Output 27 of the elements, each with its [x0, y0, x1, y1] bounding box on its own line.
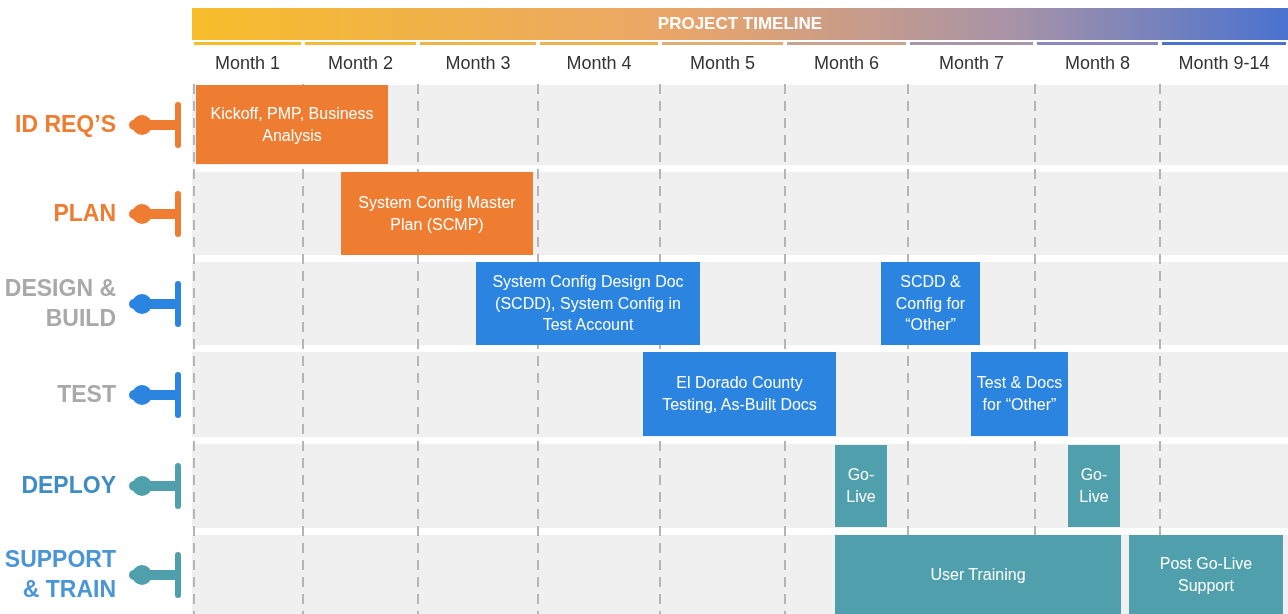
- task-bar: [1068, 445, 1120, 527]
- task-bar: [971, 352, 1068, 436]
- task-bar: [835, 445, 887, 527]
- task-bar: [835, 535, 1121, 614]
- task-label: User Training: [930, 564, 1026, 585]
- row-label: DEPLOY: [20, 471, 116, 501]
- task-bar: [341, 172, 533, 255]
- task-bar: [643, 352, 836, 436]
- task-label: Post Go-Live Support: [1158, 553, 1254, 596]
- task-label: Kickoff, PMP, Business Analysis: [209, 103, 375, 146]
- task-label: El Dorado County Testing, As-Built Docs: [661, 373, 818, 415]
- task-bar: [196, 85, 388, 164]
- task-label: SCDD & Config for “Other”: [894, 272, 967, 336]
- task-label: Test & Docs for “Other”: [975, 373, 1064, 415]
- task-label: Go-Live: [845, 465, 877, 507]
- task-label: System Config Design Doc (SCDD), System Config in Test Account: [491, 272, 685, 336]
- row-label: SUPPORT & TRAIN: [4, 544, 116, 604]
- row-label: DESIGN & BUILD: [4, 273, 116, 333]
- task-bar: [476, 262, 700, 345]
- row-label: PLAN: [52, 198, 116, 228]
- task-bar: [1129, 535, 1283, 614]
- timeline-header: PROJECT TIMELINE: [192, 8, 1288, 40]
- task-label: Go-Live: [1078, 465, 1110, 507]
- task-bar: [881, 262, 980, 345]
- row-label: ID REQ’S: [14, 110, 116, 140]
- task-label: System Config Master Plan (SCMP): [357, 192, 517, 235]
- row-label: TEST: [56, 379, 116, 409]
